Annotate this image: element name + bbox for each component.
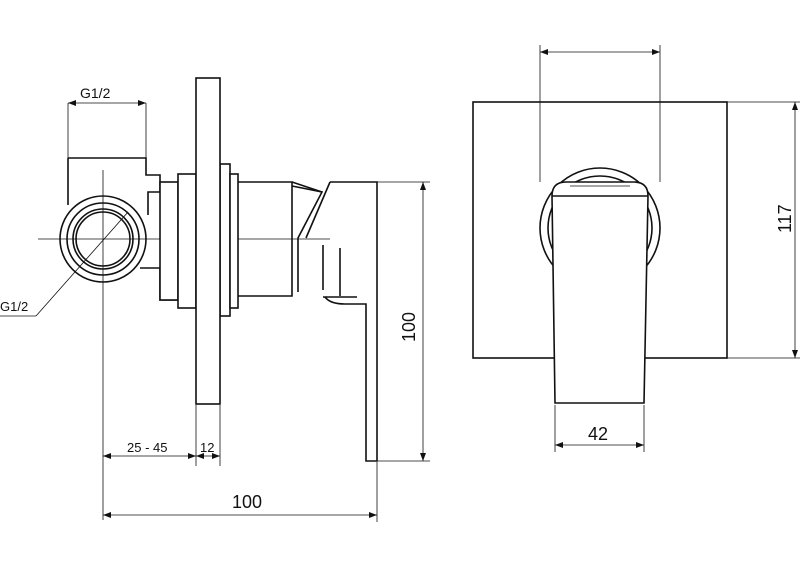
dim-height-label: 100 <box>399 312 419 342</box>
dim-plate-label: 12 <box>200 440 214 455</box>
dim-total-width-label: 100 <box>232 492 262 512</box>
inlet-circle <box>59 195 147 283</box>
side-view-dimension-lines <box>0 102 430 522</box>
nut-rings <box>159 163 239 317</box>
front-arrows <box>540 49 798 448</box>
side-view: G1/2 G1/2 25 - 45 12 100 100 <box>0 77 430 522</box>
lever-handle <box>305 181 378 462</box>
front-handle <box>551 181 649 404</box>
thread-left-label: G1/2 <box>0 299 28 314</box>
thread-top-label: G1/2 <box>80 85 111 101</box>
side-arrows <box>68 100 426 518</box>
front-view: 117 42 <box>472 45 800 452</box>
dim-adjust-label: 25 - 45 <box>127 440 167 455</box>
front-view-dimension-lines <box>539 45 800 452</box>
front-dim-height-label: 117 <box>775 204 795 233</box>
wall-plate <box>195 77 221 405</box>
front-dim-handle-width-label: 42 <box>588 424 608 444</box>
cartridge-body <box>238 181 341 297</box>
